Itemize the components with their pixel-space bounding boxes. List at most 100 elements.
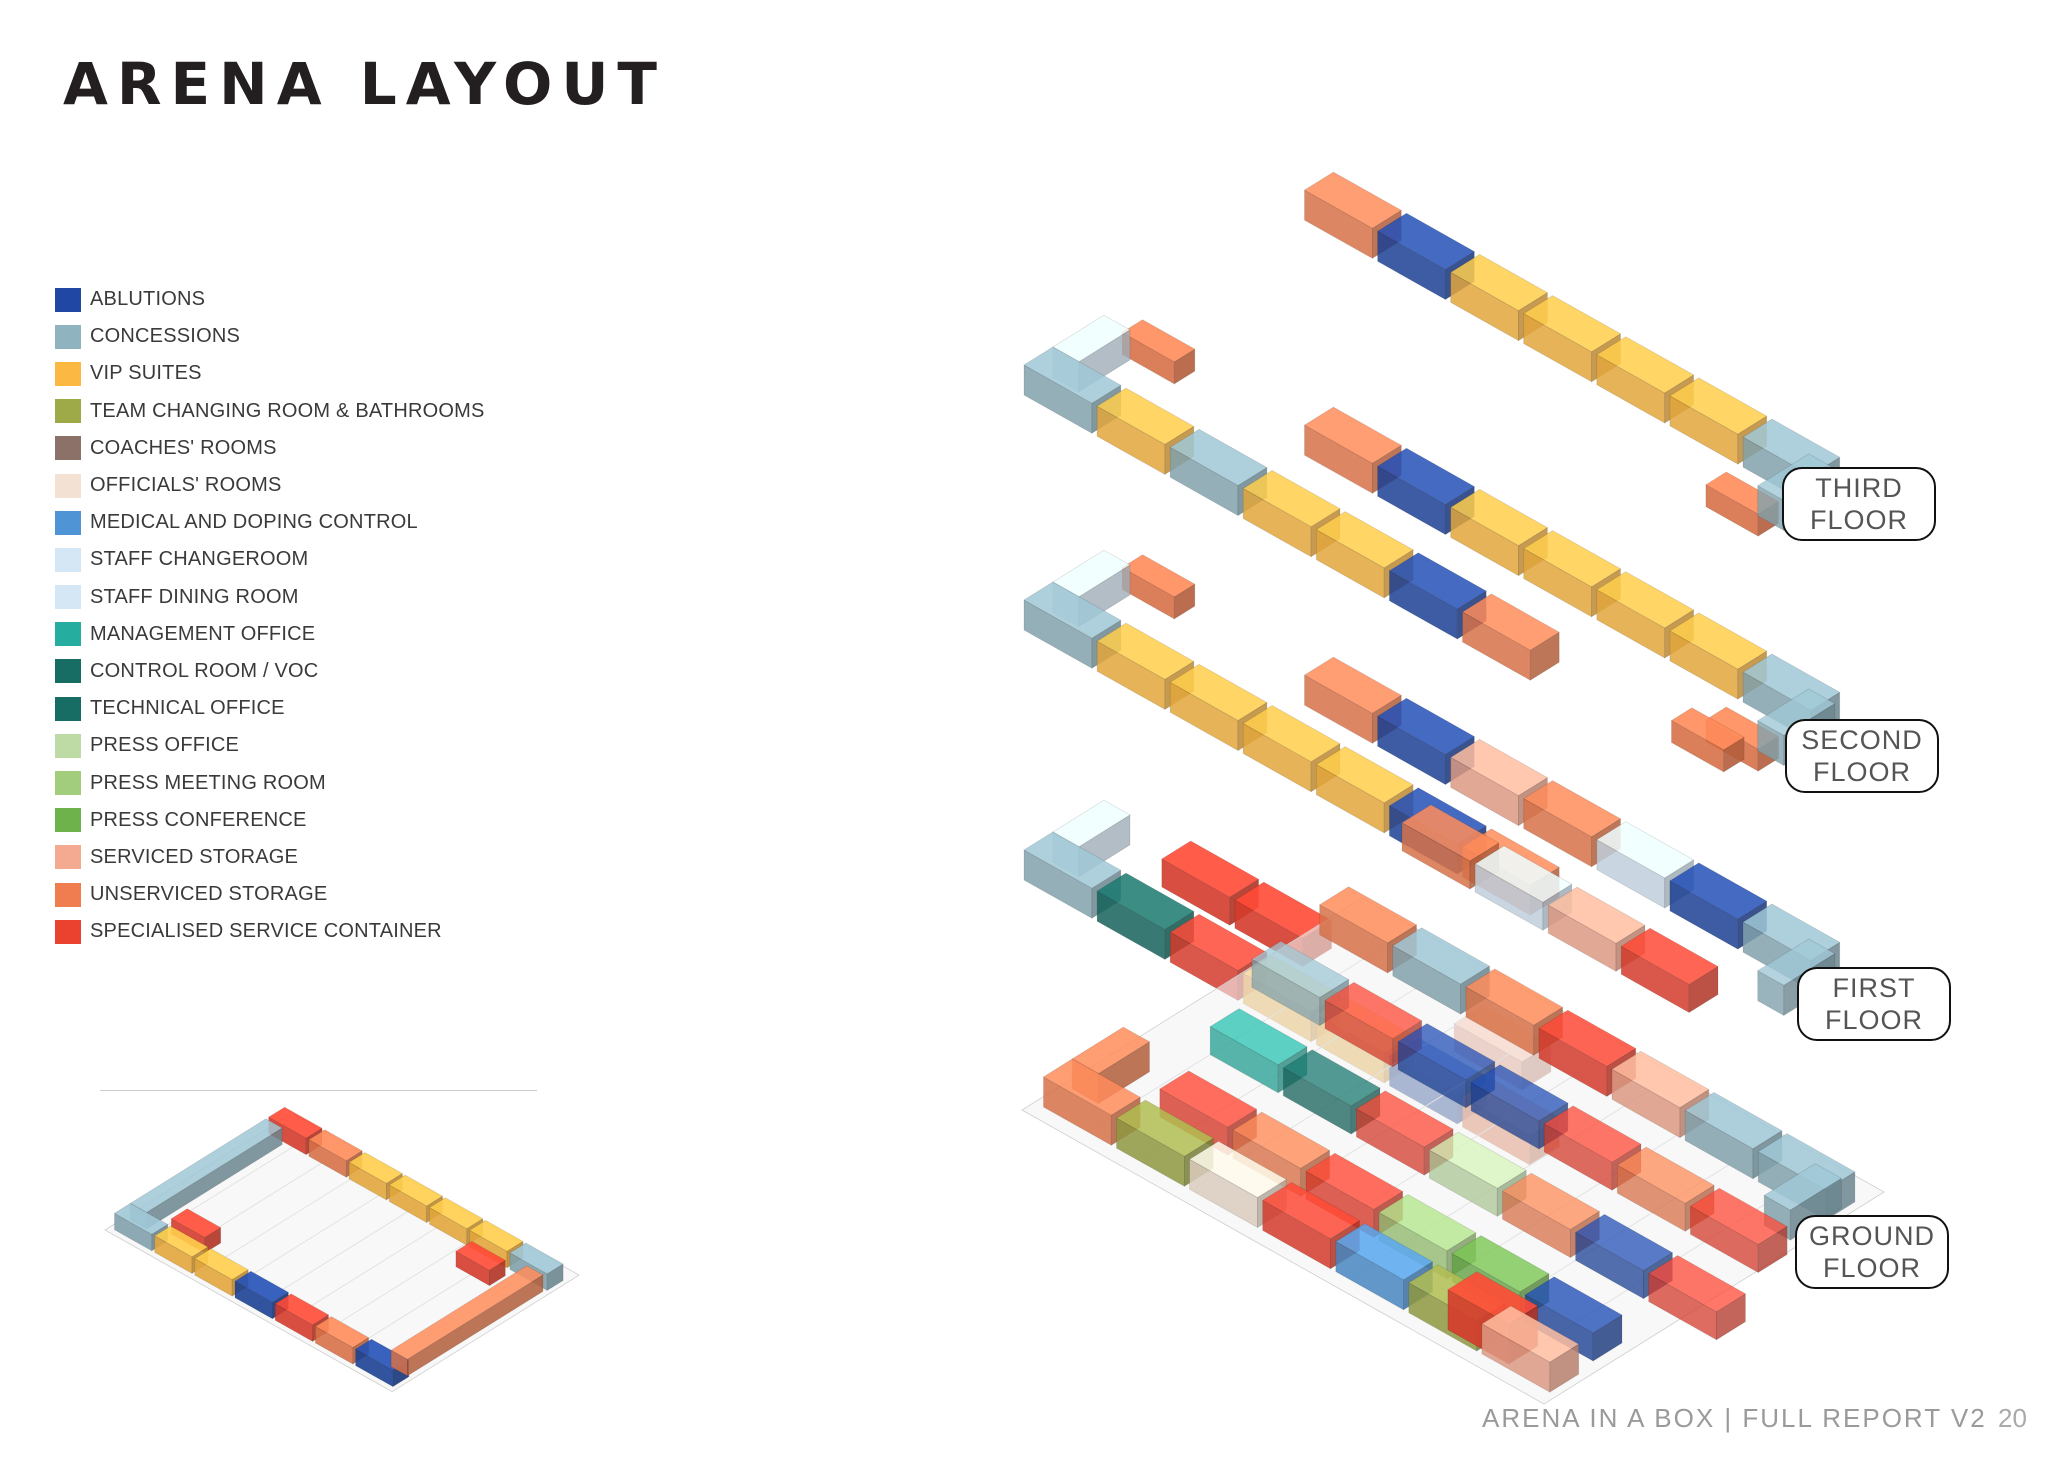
legend-swatch [55, 919, 81, 944]
container-top [1376, 447, 1476, 505]
container-top [1574, 1213, 1674, 1272]
legend-swatch [55, 622, 81, 647]
container-top [468, 1219, 524, 1252]
container-top [1251, 940, 1350, 998]
legend-label: CONCESSIONS [90, 325, 241, 348]
container-top [1669, 612, 1768, 670]
container-top [1397, 1023, 1496, 1081]
container-top [1315, 511, 1414, 569]
legend-swatch [55, 696, 81, 721]
legend-label: PRESS OFFICE [90, 734, 240, 757]
legend-label: CONTROL ROOM / VOC [90, 659, 319, 682]
container-top [1538, 1009, 1637, 1067]
container-top [1096, 622, 1195, 680]
container-top [1524, 1276, 1623, 1334]
container-top [1428, 1131, 1527, 1189]
container-top [1449, 488, 1549, 547]
container-top [1232, 1111, 1331, 1169]
legend-item: STAFF CHANGEROOM [55, 541, 485, 578]
container-top [308, 1129, 363, 1162]
floor-label-second: SECOND FLOOR [1785, 719, 1939, 793]
container-top [1023, 831, 1122, 889]
legend-swatch [55, 547, 81, 572]
container-top [1474, 845, 1573, 903]
legend-item: PRESS OFFICE [55, 727, 485, 764]
container-top [1096, 387, 1195, 445]
container-top [455, 1240, 507, 1271]
roof-truss-line [315, 1231, 484, 1338]
legend-item: ABLUTIONS [55, 281, 485, 318]
floor-label-line: THIRD [1815, 473, 1903, 503]
legend-label: SPECIALISED SERVICE CONTAINER [90, 920, 442, 943]
footer-report-title: ARENA IN A BOX | FULL REPORT V2 [1482, 1403, 1987, 1433]
container-top [1115, 1099, 1215, 1157]
container-top [1547, 886, 1646, 944]
roof-truss-line [200, 1167, 370, 1274]
container-top [1388, 552, 1487, 610]
legend-item: CONCESSIONS [55, 318, 485, 355]
container-top [1378, 1194, 1477, 1252]
container-top [1670, 707, 1745, 751]
legend-swatch [55, 361, 81, 386]
container-top [1096, 872, 1195, 930]
container-top [1763, 1163, 1843, 1211]
legend-item: UNSERVICED STORAGE [55, 876, 485, 913]
container-top [428, 1197, 484, 1230]
container-top [1318, 886, 1418, 944]
legend-item: MEDICAL AND DOPING CONTROL [55, 504, 485, 541]
container-top [1159, 1070, 1258, 1128]
legend-swatch [55, 436, 81, 461]
container-top [1684, 1092, 1783, 1150]
container-top [1611, 1050, 1710, 1109]
container-top [1161, 840, 1260, 898]
container-top [1392, 927, 1491, 985]
container-top [1169, 428, 1268, 486]
container-top [1669, 377, 1768, 435]
container-top [1465, 968, 1564, 1026]
container-top [1647, 1255, 1747, 1313]
container-top [194, 1248, 249, 1281]
legend-item: SERVICED STORAGE [55, 839, 485, 876]
page-number: 20 [1998, 1403, 2027, 1433]
container-top [1470, 1064, 1569, 1122]
floor-label-line: FIRST [1832, 973, 1916, 1003]
container-top [1303, 656, 1403, 714]
legend-swatch [55, 399, 81, 424]
container-top [1023, 346, 1122, 404]
container-top [1669, 862, 1768, 920]
legend-swatch [55, 473, 81, 498]
floor-label-line: FLOOR [1824, 1005, 1923, 1035]
container-top [348, 1152, 404, 1184]
container-top [1501, 1172, 1601, 1230]
legend-label: SERVICED STORAGE [90, 845, 299, 868]
container-top [1355, 1090, 1454, 1148]
container-top [1596, 571, 1695, 629]
container-top [1023, 581, 1122, 639]
container-top [1305, 1152, 1404, 1210]
floor-label-first: FIRST FLOOR [1797, 967, 1951, 1041]
container-top [1522, 295, 1622, 353]
legend-swatch [55, 510, 81, 535]
container-top [274, 1293, 330, 1326]
container-top [1689, 1187, 1788, 1245]
container-top [1451, 1235, 1550, 1293]
legend-item: SPECIALISED SERVICE CONTAINER [55, 913, 485, 950]
divider [100, 1090, 537, 1091]
container-top [509, 1242, 564, 1275]
container-top [1616, 1146, 1715, 1204]
floor-label-line: FLOOR [1822, 1253, 1921, 1283]
container-top [1071, 1026, 1151, 1075]
container-top [234, 1270, 290, 1303]
legend-swatch [55, 324, 81, 349]
floor-label-line: GROUND [1809, 1221, 1935, 1251]
legend-swatch [55, 659, 81, 684]
container-top [1261, 1181, 1361, 1240]
container-top [1401, 804, 1500, 862]
legend-label: STAFF CHANGEROOM [90, 548, 309, 571]
container-top [1376, 212, 1476, 270]
container-top [1522, 530, 1622, 588]
floor-label-line: FLOOR [1809, 505, 1908, 535]
legend-label: UNSERVICED STORAGE [90, 883, 328, 906]
roof-truss-line [228, 1183, 398, 1290]
